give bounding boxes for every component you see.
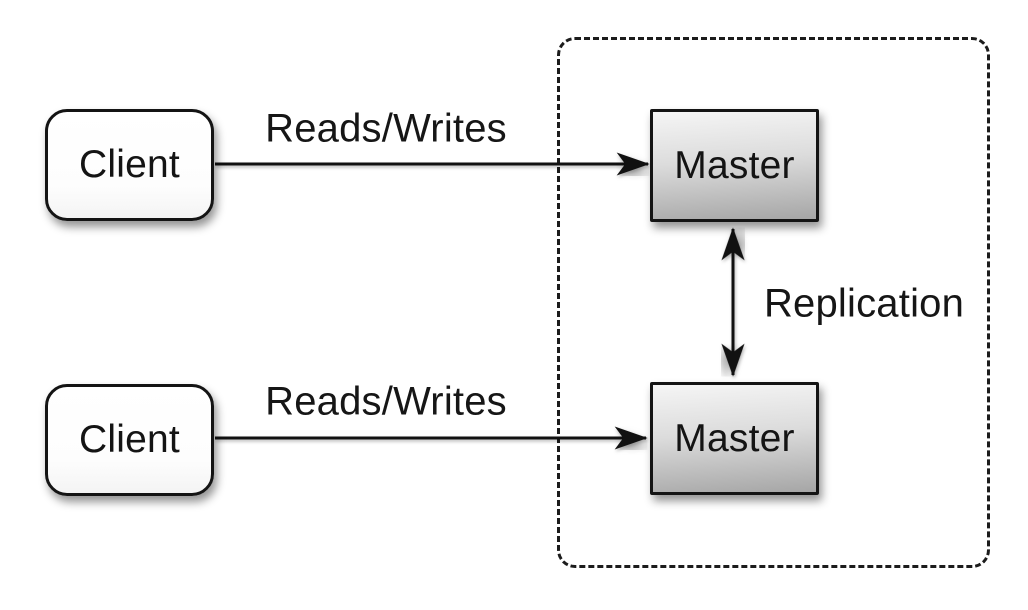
node-master-top: Master [650,109,819,222]
node-client-top-label: Client [79,143,180,186]
node-client-top: Client [45,109,214,221]
edge-label-reads-writes-bottom: Reads/Writes [265,379,507,424]
node-master-top-label: Master [674,143,795,187]
node-master-bottom-label: Master [674,416,795,460]
edge-label-reads-writes-top: Reads/Writes [265,106,507,151]
node-master-bottom: Master [650,382,819,495]
node-client-bottom: Client [45,384,214,496]
edge-label-replication: Replication [763,281,965,326]
node-client-bottom-label: Client [79,418,180,461]
replication-boundary-box [557,37,990,568]
